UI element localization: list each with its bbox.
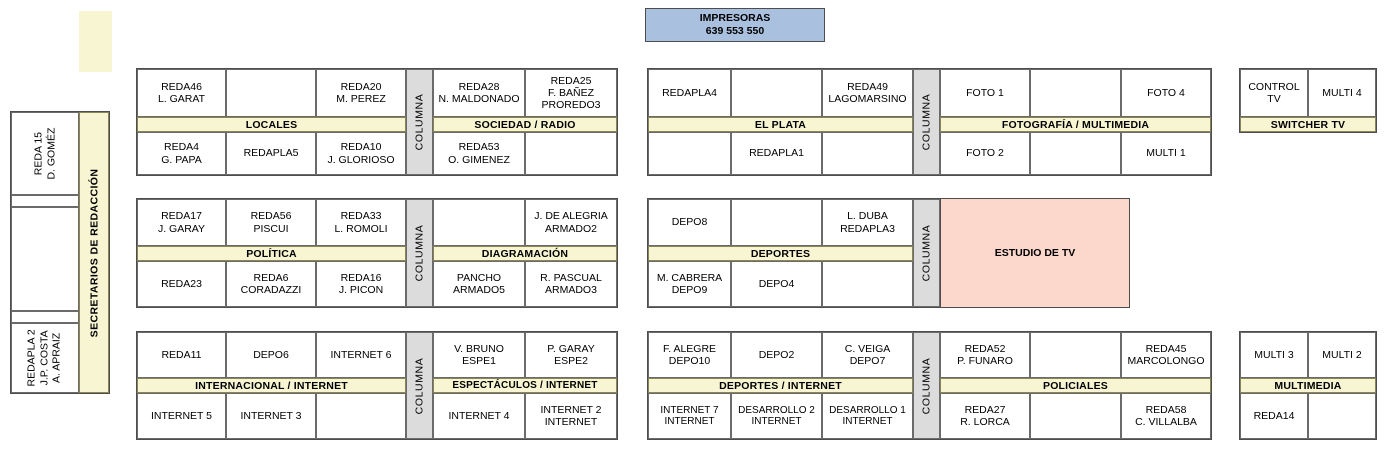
cell-internacional-top-2[interactable]: DEPO6 bbox=[226, 332, 316, 378]
band-deportes-internet: DEPORTES / INTERNET bbox=[648, 378, 913, 393]
cell-sociedad-top-1[interactable]: REDA28 N. MALDONADO bbox=[433, 69, 525, 117]
cell-policiales-bottom-2[interactable] bbox=[1030, 393, 1121, 439]
topleft-box bbox=[10, 11, 112, 72]
secretarios-cell-top[interactable]: REDA 15 D. GOMÉZ bbox=[11, 112, 79, 195]
cell-fotografia-bottom-2[interactable] bbox=[1030, 132, 1121, 175]
cell-deportes-top-1[interactable]: DEPO8 bbox=[648, 199, 731, 246]
band-switcher-tv: SWITCHER TV bbox=[1240, 117, 1376, 132]
band-internacional-internet: INTERNACIONAL / INTERNET bbox=[137, 378, 406, 393]
cell-sociedad-bottom-2[interactable] bbox=[525, 132, 617, 175]
band-deportes: DEPORTES bbox=[648, 246, 913, 261]
cell-locales-bottom-3[interactable]: REDA10 J. GLORIOSO bbox=[316, 132, 406, 175]
cell-multimedia-top-1[interactable]: MULTI 3 bbox=[1240, 332, 1308, 378]
cell-switcher-top-1[interactable]: CONTROL TV bbox=[1240, 69, 1308, 117]
cell-multimedia-bottom-2[interactable] bbox=[1308, 393, 1376, 439]
cell-espectaculos-bottom-2[interactable]: INTERNET 2 INTERNET bbox=[525, 393, 617, 439]
cell-locales-top-2[interactable] bbox=[226, 69, 316, 117]
cell-politica-top-2[interactable]: REDA56 PISCUI bbox=[226, 199, 316, 246]
band-locales: LOCALES bbox=[137, 117, 406, 132]
cell-internacional-bottom-1[interactable]: INTERNET 5 bbox=[137, 393, 226, 439]
cell-fotografia-top-2[interactable] bbox=[1030, 69, 1121, 117]
columna-row3: COLUMNA bbox=[406, 332, 433, 439]
secretarios-cell-middle[interactable] bbox=[11, 207, 79, 311]
cell-elplata-top-1[interactable]: REDAPLA4 bbox=[648, 69, 731, 117]
cell-internacional-bottom-2[interactable]: INTERNET 3 bbox=[226, 393, 316, 439]
cell-elplata-bottom-3[interactable] bbox=[822, 132, 913, 175]
cell-fotografia-top-3[interactable]: FOTO 4 bbox=[1121, 69, 1211, 117]
cell-elplata-top-3[interactable]: REDA49 LAGOMARSINO bbox=[822, 69, 913, 117]
cell-politica-bottom-1[interactable]: REDA23 bbox=[137, 261, 226, 307]
cell-deportes-bottom-3[interactable] bbox=[822, 261, 913, 307]
cell-policiales-top-3[interactable]: REDA45 MARCOLONGO bbox=[1121, 332, 1211, 378]
cell-espectaculos-bottom-1[interactable]: INTERNET 4 bbox=[433, 393, 525, 439]
cell-locales-bottom-2[interactable]: REDAPLA5 bbox=[226, 132, 316, 175]
topleft-box-band bbox=[79, 11, 112, 72]
cell-sociedad-top-2[interactable]: REDA25 F. BAÑEZ PROREDO3 bbox=[525, 69, 617, 117]
cell-locales-bottom-1[interactable]: REDA4 G. PAPA bbox=[137, 132, 226, 175]
estudio-de-tv-label: ESTUDIO DE TV bbox=[994, 247, 1076, 259]
band-el-plata: EL PLATA bbox=[648, 117, 913, 132]
cell-multimedia-bottom-1[interactable]: REDA14 bbox=[1240, 393, 1308, 439]
cell-diagramacion-bottom-1[interactable]: PANCHO ARMADO5 bbox=[433, 261, 525, 307]
cell-fotografia-bottom-3[interactable]: MULTI 1 bbox=[1121, 132, 1211, 175]
estudio-de-tv-block[interactable]: ESTUDIO DE TV bbox=[940, 198, 1130, 308]
cell-internacional-bottom-3[interactable] bbox=[316, 393, 406, 439]
cell-locales-top-3[interactable]: REDA20 M. PEREZ bbox=[316, 69, 406, 117]
cell-multimedia-top-2[interactable]: MULTI 2 bbox=[1308, 332, 1376, 378]
cell-switcher-top-2[interactable]: MULTI 4 bbox=[1308, 69, 1376, 117]
cell-deportesint-top-3[interactable]: C. VEIGA DEPO7 bbox=[822, 332, 913, 378]
band-policiales: POLICIALES bbox=[940, 378, 1211, 393]
cell-espectaculos-top-1[interactable]: V. BRUNO ESPE1 bbox=[433, 332, 525, 378]
cell-deportes-bottom-2[interactable]: DEPO4 bbox=[731, 261, 822, 307]
cell-politica-bottom-3[interactable]: REDA16 J. PICON bbox=[316, 261, 406, 307]
cell-politica-bottom-2[interactable]: REDA6 CORADAZZI bbox=[226, 261, 316, 307]
cell-deportes-top-3[interactable]: L. DUBA REDAPLA3 bbox=[822, 199, 913, 246]
cell-diagramacion-top-2[interactable]: J. DE ALEGRIA ARMADO2 bbox=[525, 199, 617, 246]
cell-elplata-bottom-1[interactable] bbox=[648, 132, 731, 175]
cell-deportesint-top-1[interactable]: F. ALEGRE DEPO10 bbox=[648, 332, 731, 378]
cell-policiales-top-2[interactable] bbox=[1030, 332, 1121, 378]
cell-internacional-top-1[interactable]: REDA11 bbox=[137, 332, 226, 378]
band-espectaculos-internet: ESPECTÁCULOS / INTERNET bbox=[433, 378, 617, 393]
secretarios-spacer-top bbox=[11, 195, 79, 207]
cell-deportesint-bottom-1[interactable]: INTERNET 7 INTERNET bbox=[648, 393, 731, 439]
impresoras-codes: 639 553 550 bbox=[705, 25, 765, 37]
secretarios-side-band: SECRETARIOS DE REDACCIÓN bbox=[79, 112, 109, 393]
cell-internacional-top-3[interactable]: INTERNET 6 bbox=[316, 332, 406, 378]
cell-deportes-top-2[interactable] bbox=[731, 199, 822, 246]
columna-row1-right: COLUMNA bbox=[913, 69, 940, 175]
impresoras-title: IMPRESORAS bbox=[699, 11, 771, 24]
cell-elplata-top-2[interactable] bbox=[731, 69, 822, 117]
band-sociedad-radio: SOCIEDAD / RADIO bbox=[433, 117, 617, 132]
cell-espectaculos-top-2[interactable]: P. GARAY ESPE2 bbox=[525, 332, 617, 378]
cell-policiales-bottom-1[interactable]: REDA27 R. LORCA bbox=[940, 393, 1030, 439]
cell-politica-top-3[interactable]: REDA33 L. ROMOLI bbox=[316, 199, 406, 246]
cell-deportesint-top-2[interactable]: DEPO2 bbox=[731, 332, 822, 378]
topleft-box-cell bbox=[10, 11, 80, 72]
cell-fotografia-top-1[interactable]: FOTO 1 bbox=[940, 69, 1030, 117]
columna-row2: COLUMNA bbox=[406, 199, 433, 307]
band-diagramacion: DIAGRAMACIÓN bbox=[433, 246, 617, 261]
cell-sociedad-bottom-1[interactable]: REDA53 O. GIMENEZ bbox=[433, 132, 525, 175]
cell-politica-top-1[interactable]: REDA17 J. GARAY bbox=[137, 199, 226, 246]
columna-row1: COLUMNA bbox=[406, 69, 433, 175]
columna-row3-right: COLUMNA bbox=[913, 332, 940, 439]
impresoras-box[interactable]: IMPRESORAS 639 553 550 bbox=[645, 8, 825, 42]
secretarios-cell-bottom[interactable]: REDAPLA 2 J.P. COSTA A. APRAIZ bbox=[11, 323, 79, 393]
cell-deportes-bottom-1[interactable]: M. CABRERA DEPO9 bbox=[648, 261, 731, 307]
columna-row2-right: COLUMNA bbox=[913, 199, 940, 307]
cell-fotografia-bottom-1[interactable]: FOTO 2 bbox=[940, 132, 1030, 175]
cell-elplata-bottom-2[interactable]: REDAPLA1 bbox=[731, 132, 822, 175]
cell-locales-top-1[interactable]: REDA46 L. GARAT bbox=[137, 69, 226, 117]
band-fotografia-multimedia: FOTOGRAFÍA / MULTIMEDIA bbox=[940, 117, 1211, 132]
cell-policiales-top-1[interactable]: REDA52 P. FUNARO bbox=[940, 332, 1030, 378]
cell-deportesint-bottom-2[interactable]: DESARROLLO 2 INTERNET bbox=[731, 393, 822, 439]
cell-deportesint-bottom-3[interactable]: DESARROLLO 1 INTERNET bbox=[822, 393, 913, 439]
cell-policiales-bottom-3[interactable]: REDA58 C. VILLALBA bbox=[1121, 393, 1211, 439]
band-politica: POLÍTICA bbox=[137, 246, 406, 261]
secretarios-spacer-bottom bbox=[11, 311, 79, 323]
band-multimedia: MULTIMEDIA bbox=[1240, 378, 1376, 393]
cell-diagramacion-top-1[interactable] bbox=[433, 199, 525, 246]
cell-diagramacion-bottom-2[interactable]: R. PASCUAL ARMADO3 bbox=[525, 261, 617, 307]
